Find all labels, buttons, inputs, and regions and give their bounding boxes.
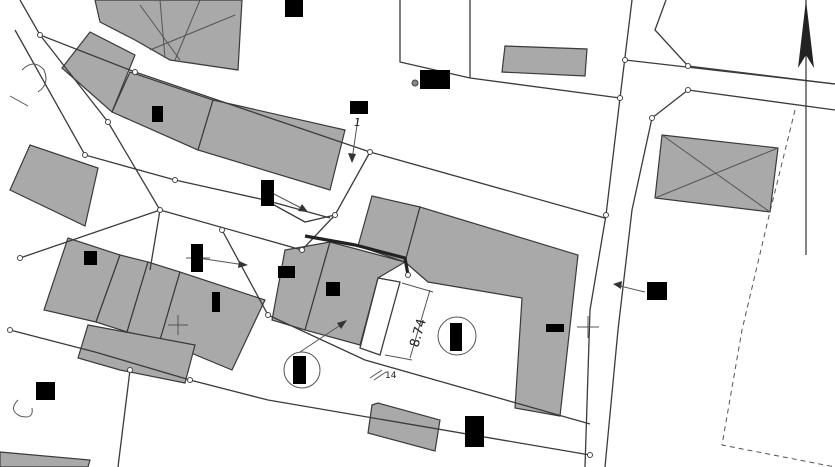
path-diagonal [19, 34, 161, 259]
arrow-to-building [197, 257, 246, 266]
arrow-small-1 [351, 117, 359, 161]
dim-tick-bottom [384, 354, 413, 361]
scribble-mark [9, 95, 29, 107]
arrow-to-path [271, 192, 306, 211]
scribble-mark [13, 399, 33, 418]
redaction-box [84, 251, 97, 265]
survey-cross-icon [168, 315, 188, 335]
redaction-box [647, 282, 667, 300]
parcel-line-right-street [604, 89, 689, 467]
path-centre-link [159, 151, 371, 251]
redaction-box [546, 324, 564, 332]
small-annotation: 1 [354, 116, 361, 129]
building-hatch-right [654, 134, 779, 213]
redaction-box [326, 282, 340, 296]
redaction-box [420, 70, 450, 89]
dashed-boundary [721, 109, 835, 467]
redaction-box [36, 382, 55, 400]
redaction-box [212, 292, 220, 312]
redactions [36, 0, 667, 447]
redaction-box [350, 101, 368, 114]
redaction-box [152, 106, 163, 122]
building-top-hatched [94, 0, 243, 71]
dimension-line [409, 289, 431, 359]
survey-circle-icon [283, 351, 321, 389]
parcel-line-right-street-2 [687, 89, 835, 111]
building-centre-main [304, 241, 407, 346]
redaction-box [465, 416, 484, 447]
building-upper-left-a [61, 31, 136, 114]
building-bottom-left [0, 451, 91, 467]
building-large-l [404, 206, 579, 417]
building-hatch-top [139, 0, 236, 61]
survey-circle-icon [437, 316, 477, 356]
redaction-box [285, 0, 303, 17]
dimension-label: 8.74 [407, 317, 429, 349]
parcel-line-lower-3 [149, 209, 161, 271]
north-arrow-icon [798, 0, 814, 255]
survey-cross-icon [577, 316, 599, 338]
annotation-arrows [197, 117, 646, 361]
redaction-box [261, 180, 274, 206]
width-mark: 14 [369, 369, 397, 381]
parcel-line-diag-c [221, 229, 591, 425]
redaction-box [278, 266, 295, 278]
redaction-box [293, 356, 306, 384]
building-upper-left-c [197, 99, 346, 191]
building-small-top [501, 45, 588, 77]
svg-text:14: 14 [385, 371, 397, 381]
building-left-square [9, 144, 99, 227]
parcel-line-top-3 [584, 0, 633, 467]
survey-nodes [7, 32, 691, 458]
dim-tick-top [401, 282, 434, 293]
building-bottom-middle [367, 402, 441, 452]
redaction-box [191, 244, 203, 272]
survey-symbols [9, 63, 599, 418]
scribble-mark [21, 63, 47, 93]
thick-boundary [304, 234, 410, 276]
building-lower-left-e [77, 324, 196, 384]
courtyard-outline [359, 277, 401, 356]
redaction-box [450, 323, 462, 351]
buildings-layer [0, 0, 779, 467]
parcel-line-lower-2 [117, 369, 131, 467]
parcel-line-top-5 [624, 59, 835, 85]
path-to-building [264, 199, 336, 223]
arrow-to-centre [299, 321, 346, 353]
